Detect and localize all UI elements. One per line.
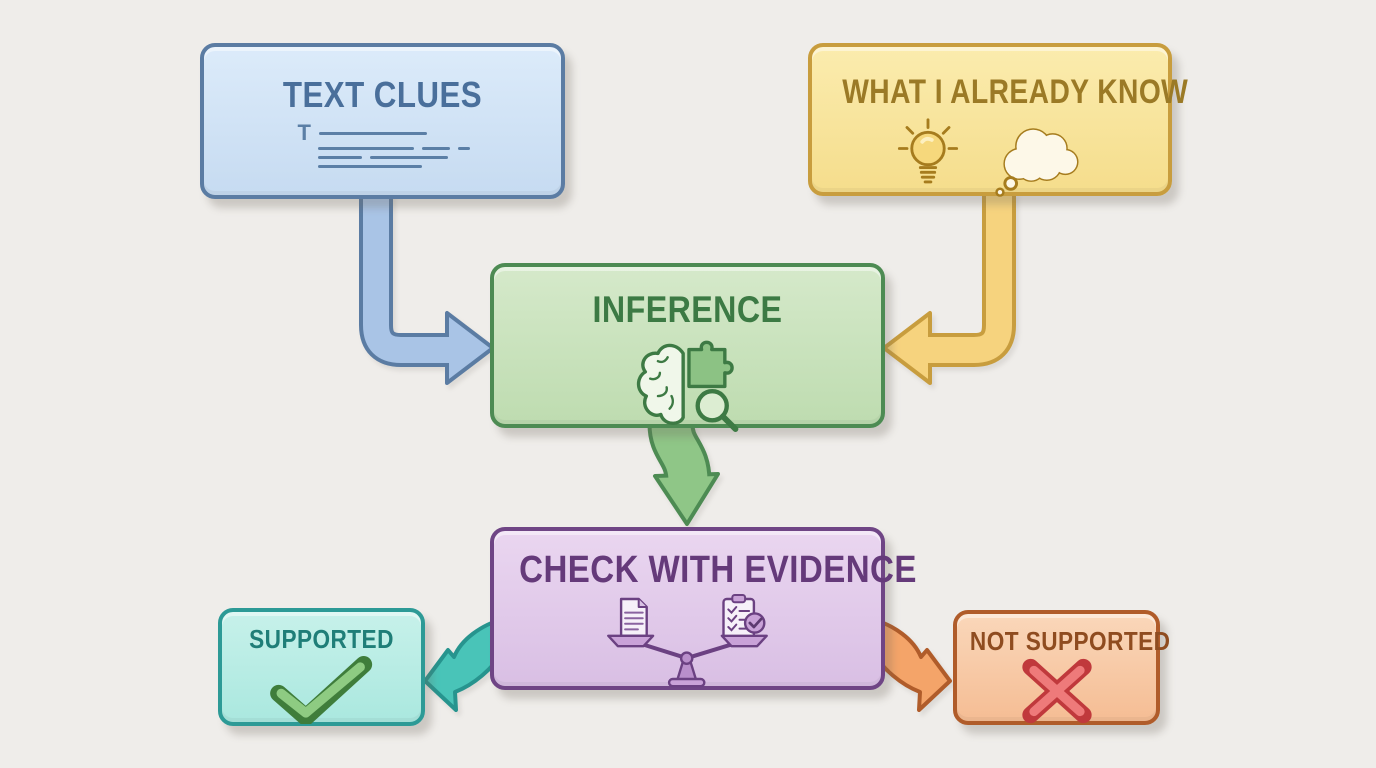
check-evidence-label: CHECK WITH EVIDENCE [519,549,917,591]
prior-knowledge-label: WHAT I ALREADY KNOW [842,73,1189,111]
balance-scale-icon [607,594,768,688]
brain-icon [636,343,685,425]
supported-box: SUPPORTED [218,608,425,726]
magnifying-glass-icon [695,389,738,432]
text-clues-label: TEXT CLUES [282,74,483,115]
thought-bubble-icon [995,128,1079,197]
x-icon [1021,658,1092,724]
inference-box: INFERENCE [490,263,885,432]
inference-label: INFERENCE [592,289,783,330]
supported-label: SUPPORTED [249,624,394,654]
arrow-inference-to-check-evidence [647,422,720,526]
arrow-prior-knowledge-to-inference [882,192,1016,385]
inference-icons [636,340,738,432]
not-supported-box: NOT SUPPORTED [953,610,1171,725]
arrow-text-clues-to-inference [359,192,495,385]
not-supported-label: NOT SUPPORTED [969,626,1171,656]
text-paragraph-icon: T [297,120,470,168]
checklist-icon [722,594,766,641]
text-clues-box: TEXT CLUES T [200,43,565,199]
text-letter: T [297,120,311,145]
checkmark-icon [269,656,372,726]
prior-knowledge-box: WHAT I ALREADY KNOW [808,43,1189,197]
document-icon [619,597,648,637]
puzzle-piece-icon [686,340,734,389]
lightbulb-icon [897,118,959,184]
check-evidence-box: CHECK WITH EVIDENCE [490,527,917,690]
